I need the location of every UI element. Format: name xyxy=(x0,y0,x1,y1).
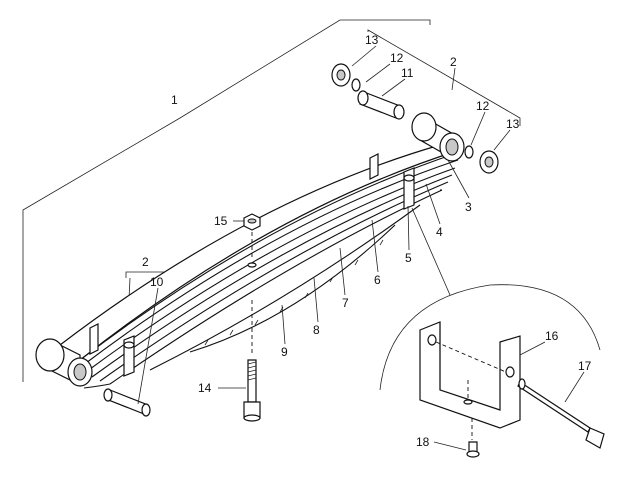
label-5: 5 xyxy=(405,251,412,265)
bracket-2-upper xyxy=(367,29,521,126)
screw-18-detail xyxy=(466,441,480,458)
label-9: 9 xyxy=(281,345,288,359)
washers-13 xyxy=(331,63,499,174)
label-17: 17 xyxy=(578,359,592,373)
label-2-upper: 2 xyxy=(450,55,457,69)
label-2-lower: 2 xyxy=(142,255,149,269)
label-1: 1 xyxy=(171,93,178,107)
leader-lines xyxy=(137,45,585,451)
label-18: 18 xyxy=(416,435,430,449)
label-4: 4 xyxy=(436,225,443,239)
label-6: 6 xyxy=(374,273,381,287)
label-12-lower: 12 xyxy=(476,99,490,113)
nut-15 xyxy=(243,213,261,260)
bolt-17-detail xyxy=(517,378,605,449)
label-16: 16 xyxy=(545,329,559,343)
clip-16-detail xyxy=(419,321,521,440)
front-clip xyxy=(89,323,135,377)
label-13-upper: 13 xyxy=(365,33,379,47)
detail-callout xyxy=(379,207,601,391)
leaf-spring-pack xyxy=(59,144,463,389)
bushing-pin-10 xyxy=(103,388,151,417)
rear-eye-bushing xyxy=(411,112,465,162)
part-labels: 1 2 2 3 4 5 6 7 8 9 10 11 12 12 13 13 14… xyxy=(142,33,592,449)
label-14: 14 xyxy=(198,381,212,395)
label-3: 3 xyxy=(465,200,472,214)
label-15: 15 xyxy=(214,214,228,228)
front-eye-bushing xyxy=(35,338,93,387)
label-8: 8 xyxy=(313,323,320,337)
label-13-lower: 13 xyxy=(506,117,520,131)
assembly-bracket-1 xyxy=(22,19,431,382)
label-7: 7 xyxy=(342,296,349,310)
washers-12 xyxy=(351,78,474,159)
label-11: 11 xyxy=(401,66,414,80)
bolt-14 xyxy=(243,300,261,422)
rear-clip xyxy=(369,153,415,210)
bushing-11 xyxy=(357,90,405,120)
label-12-upper: 12 xyxy=(390,51,404,65)
label-10: 10 xyxy=(150,275,164,289)
